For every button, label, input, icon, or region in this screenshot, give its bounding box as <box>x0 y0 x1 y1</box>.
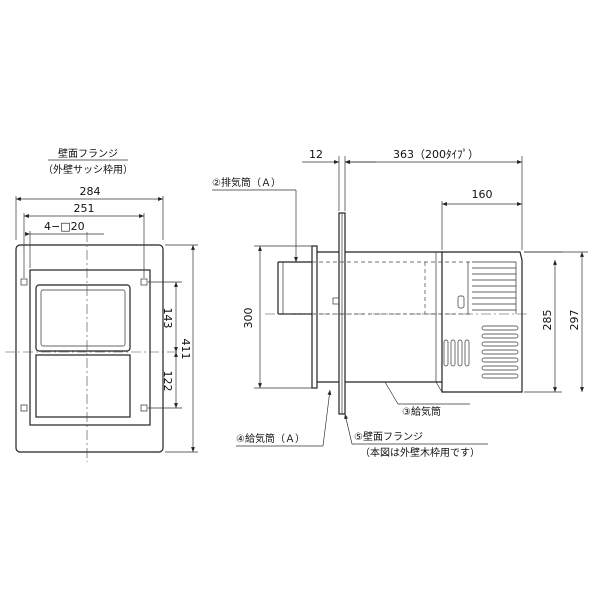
hole-top-right <box>140 278 148 286</box>
label-wall-flange-note: （本図は外壁木枠用です） <box>360 446 480 459</box>
hole-top-left <box>20 278 28 286</box>
dim-height-left: 300 <box>242 308 255 329</box>
dim-width-inner: 251 <box>74 202 95 215</box>
dim-width-outer: 284 <box>80 185 101 198</box>
front-view <box>5 196 198 462</box>
front-view-subtitle: （外壁サッシ枠用） <box>43 163 133 176</box>
dim-hood: 160 <box>472 188 493 201</box>
hole-bottom-left <box>20 404 28 412</box>
dim-height: 411 <box>179 339 192 360</box>
dim-length: 363（200ﾀｲﾌﾟ） <box>393 148 479 161</box>
dim-holes: 4−□20 <box>44 220 85 233</box>
label-supply-pipe: ③給気筒 <box>402 405 441 418</box>
dim-total-height: 297 <box>568 310 581 331</box>
label-exhaust-pipe: ②排気筒（Ａ） <box>212 176 281 189</box>
label-wall-flange: ⑤壁面フランジ <box>354 430 423 443</box>
hood-side-slots <box>443 339 470 367</box>
dim-flange: 12 <box>309 148 323 161</box>
hood-louvers-bottom <box>481 325 519 379</box>
label-supply-pipe-a: ④給気筒（Ａ） <box>236 432 305 445</box>
dim-hood-height: 285 <box>541 310 554 331</box>
dim-lower: 122 <box>161 371 174 392</box>
front-view-title: 壁面フランジ <box>58 147 118 160</box>
side-view <box>212 156 588 447</box>
hood-louvers-top <box>467 261 517 314</box>
hole-bottom-right <box>140 404 148 412</box>
dim-upper: 143 <box>161 308 174 329</box>
